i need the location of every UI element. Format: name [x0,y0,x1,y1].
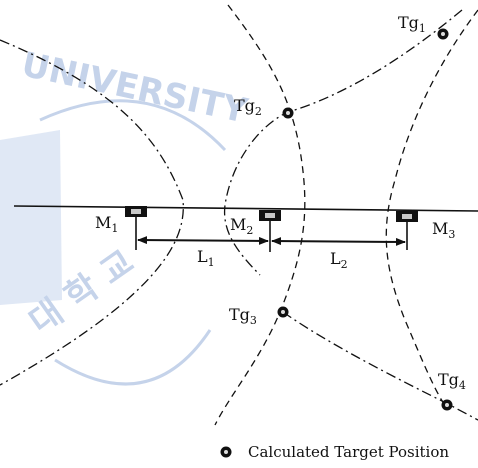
target-marker-tg2 [282,107,294,119]
target-marker-tg1 [437,28,449,40]
label-m3: M3 [432,219,455,241]
baseline [13,205,478,212]
sensor-m1 [125,206,147,250]
label-tg4: Tg4 [438,370,466,392]
label-m1: M1 [95,213,118,235]
curve-middle-dashed [214,4,306,426]
curve-lower-dashdot [282,311,478,421]
curve-left-dashdot [0,39,184,386]
distance-arrow-l1 [137,236,269,245]
label-tg1: Tg1 [398,13,426,35]
hyperbola-curves-dashed [214,4,478,426]
label-l1: L1 [197,247,215,269]
curve-right-dashed [385,9,478,405]
target-marker-tg3 [277,306,289,318]
legend-label: Calculated Target Position [248,443,449,461]
target-marker-tg4 [441,399,453,411]
label-tg2: Tg2 [234,96,262,118]
sensor-m3 [396,211,418,250]
hyperbola-curves-dashdot [0,9,478,421]
legend: Calculated Target Position [220,443,449,461]
label-tg3: Tg3 [229,305,257,327]
sensor-m2 [259,210,281,252]
curve-upper-dashdot [223,9,463,276]
label-m2: M2 [230,215,253,237]
distance-arrow-l2 [271,237,406,246]
label-l2: L2 [330,249,348,271]
target-marker-icon [220,446,232,458]
watermark-text: UNIVERSITY [18,45,251,132]
